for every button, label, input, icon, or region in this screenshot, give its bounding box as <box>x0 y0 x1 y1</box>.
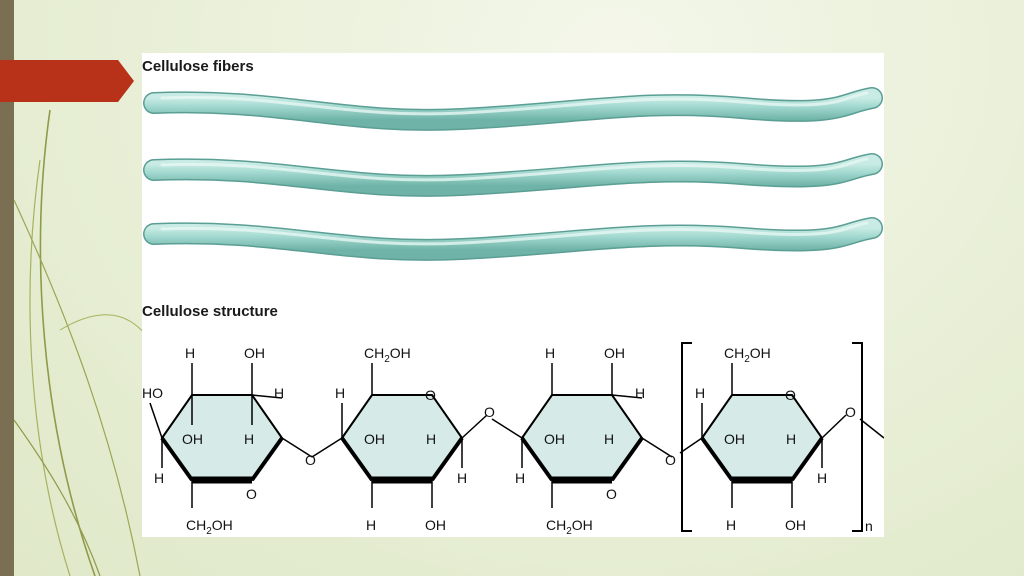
atom-h: H <box>726 517 736 533</box>
atom-oh: OH <box>544 431 565 447</box>
bracket-right <box>852 342 863 532</box>
ring-oxygen: O <box>425 387 436 403</box>
atom-h: H <box>154 470 164 486</box>
atom-oh: OH <box>425 517 446 533</box>
ring-oxygen: O <box>246 486 257 502</box>
glycosidic-oxygen: O <box>305 452 316 468</box>
ch2oh-group: CH2OH <box>546 517 593 537</box>
ring-oxygen: O <box>606 486 617 502</box>
glucose-ring-1: H OH HO H OH H H O CH2OH O <box>142 345 316 537</box>
atom-h: H <box>786 431 796 447</box>
ch2oh-group: CH2OH <box>724 345 771 365</box>
fiber-1 <box>143 87 883 131</box>
structure-heading: Cellulose structure <box>142 303 278 320</box>
atom-oh: OH <box>182 431 203 447</box>
glycosidic-oxygen: O <box>845 404 856 420</box>
cellulose-figure: Cellulose fibers Cellulose structure <box>142 53 884 537</box>
glycosidic-oxygen: O <box>484 404 495 420</box>
glucose-ring-repeat-unit: CH2OH O H OH H H H OH O n <box>679 342 884 534</box>
atom-h: H <box>274 385 284 401</box>
fiber-3 <box>143 217 883 261</box>
atom-h: H <box>366 517 376 533</box>
fiber-2 <box>143 153 883 197</box>
atom-h: H <box>244 431 254 447</box>
atom-h: H <box>695 385 705 401</box>
atom-h: H <box>185 345 195 361</box>
atom-h: H <box>545 345 555 361</box>
atom-h: H <box>515 470 525 486</box>
atom-oh: OH <box>724 431 745 447</box>
atom-h: H <box>335 385 345 401</box>
atom-h: H <box>635 385 645 401</box>
atom-h: H <box>817 470 827 486</box>
atom-oh: OH <box>364 431 385 447</box>
accent-arrow-tab <box>0 60 134 102</box>
ch2oh-group: CH2OH <box>186 517 233 537</box>
repeat-count-label: n <box>865 518 873 534</box>
atom-ho: HO <box>142 385 163 401</box>
glucose-ring-3: H OH H OH H H O CH2OH O <box>491 345 676 537</box>
atom-oh: OH <box>244 345 265 361</box>
fibers-heading: Cellulose fibers <box>142 58 254 75</box>
atom-oh: OH <box>785 517 806 533</box>
bracket-left <box>681 342 692 532</box>
atom-oh: OH <box>604 345 625 361</box>
glucose-ring-2: CH2OH O H OH H H H OH O <box>311 345 495 533</box>
ch2oh-group: CH2OH <box>364 345 411 365</box>
atom-h: H <box>426 431 436 447</box>
left-accent-bar <box>0 0 14 576</box>
atom-h: H <box>457 470 467 486</box>
glycosidic-oxygen: O <box>665 452 676 468</box>
atom-h: H <box>604 431 614 447</box>
ring-oxygen: O <box>785 387 796 403</box>
